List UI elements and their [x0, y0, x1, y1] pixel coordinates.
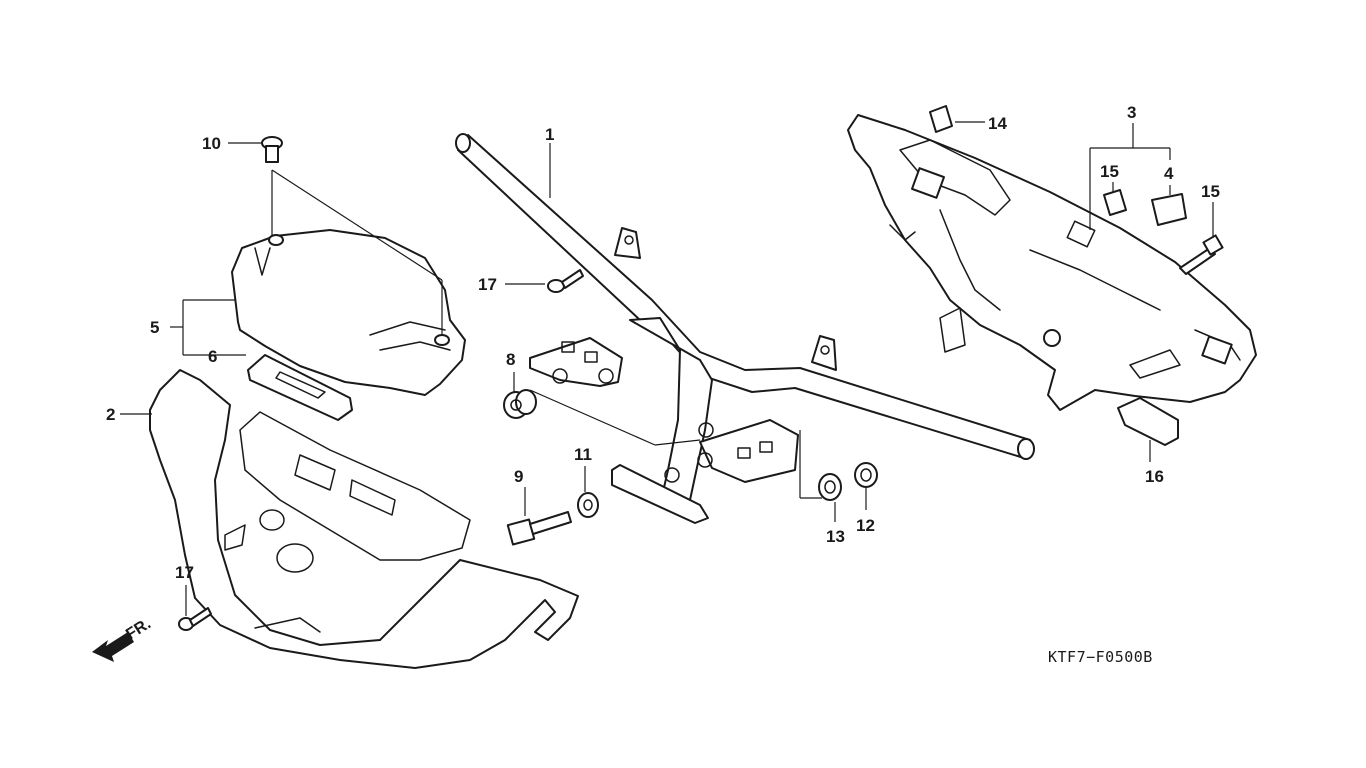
callout-11: 10 [202, 134, 221, 153]
bolt-rear[interactable] [1179, 234, 1224, 275]
mounting-bolt[interactable] [506, 511, 572, 546]
callout-16: 15 [1201, 182, 1220, 201]
callout-1: 1 [545, 125, 554, 144]
callout-9: 4 [1164, 164, 1174, 183]
drawing-code: KTF7−F0500B [1048, 648, 1153, 666]
callout-14: 13 [826, 527, 845, 546]
clip-middle[interactable] [1103, 189, 1127, 216]
callout-17-upper: 17 [478, 275, 497, 294]
callout-12: 12 [856, 516, 875, 535]
clip-upper[interactable] [929, 105, 953, 133]
small-cap[interactable] [1151, 193, 1187, 226]
clip-plate[interactable] [247, 354, 353, 421]
rubber-bush[interactable] [818, 473, 842, 501]
screw-handlebar[interactable] [547, 269, 584, 293]
callout-6: 6 [208, 347, 217, 366]
handle-cover-top[interactable] [231, 229, 466, 396]
callout-4: 16 [1145, 467, 1164, 486]
callout-8: 8 [506, 350, 515, 369]
front-direction-arrow: FR. [92, 615, 154, 662]
screw-top[interactable] [261, 136, 283, 163]
handle-cover-rear[interactable] [847, 114, 1257, 411]
callout-13: 11 [574, 445, 592, 464]
handle-cover-front[interactable] [149, 369, 579, 669]
callout-labels: 10 5 6 2 1 17 8 9 11 13 12 17 14 3 15 4 … [106, 103, 1220, 582]
callout-5: 5 [150, 318, 159, 337]
arrow-icon [92, 632, 134, 662]
callout-10: 9 [514, 467, 523, 486]
callout-3: 3 [1127, 103, 1136, 122]
collar[interactable] [577, 492, 599, 518]
rubber-mount[interactable] [503, 389, 537, 419]
callout-15-upper: 14 [988, 114, 1007, 133]
handlebar-pipe[interactable] [455, 133, 1035, 524]
callout-2: 2 [106, 405, 115, 424]
callout-17-lower: 17 [175, 563, 194, 582]
collar-right[interactable] [854, 462, 878, 488]
screw-front[interactable] [178, 607, 212, 631]
cover-lid[interactable] [1117, 397, 1179, 446]
callout-15-lower: 15 [1100, 162, 1119, 181]
leader-lines [120, 121, 1214, 616]
